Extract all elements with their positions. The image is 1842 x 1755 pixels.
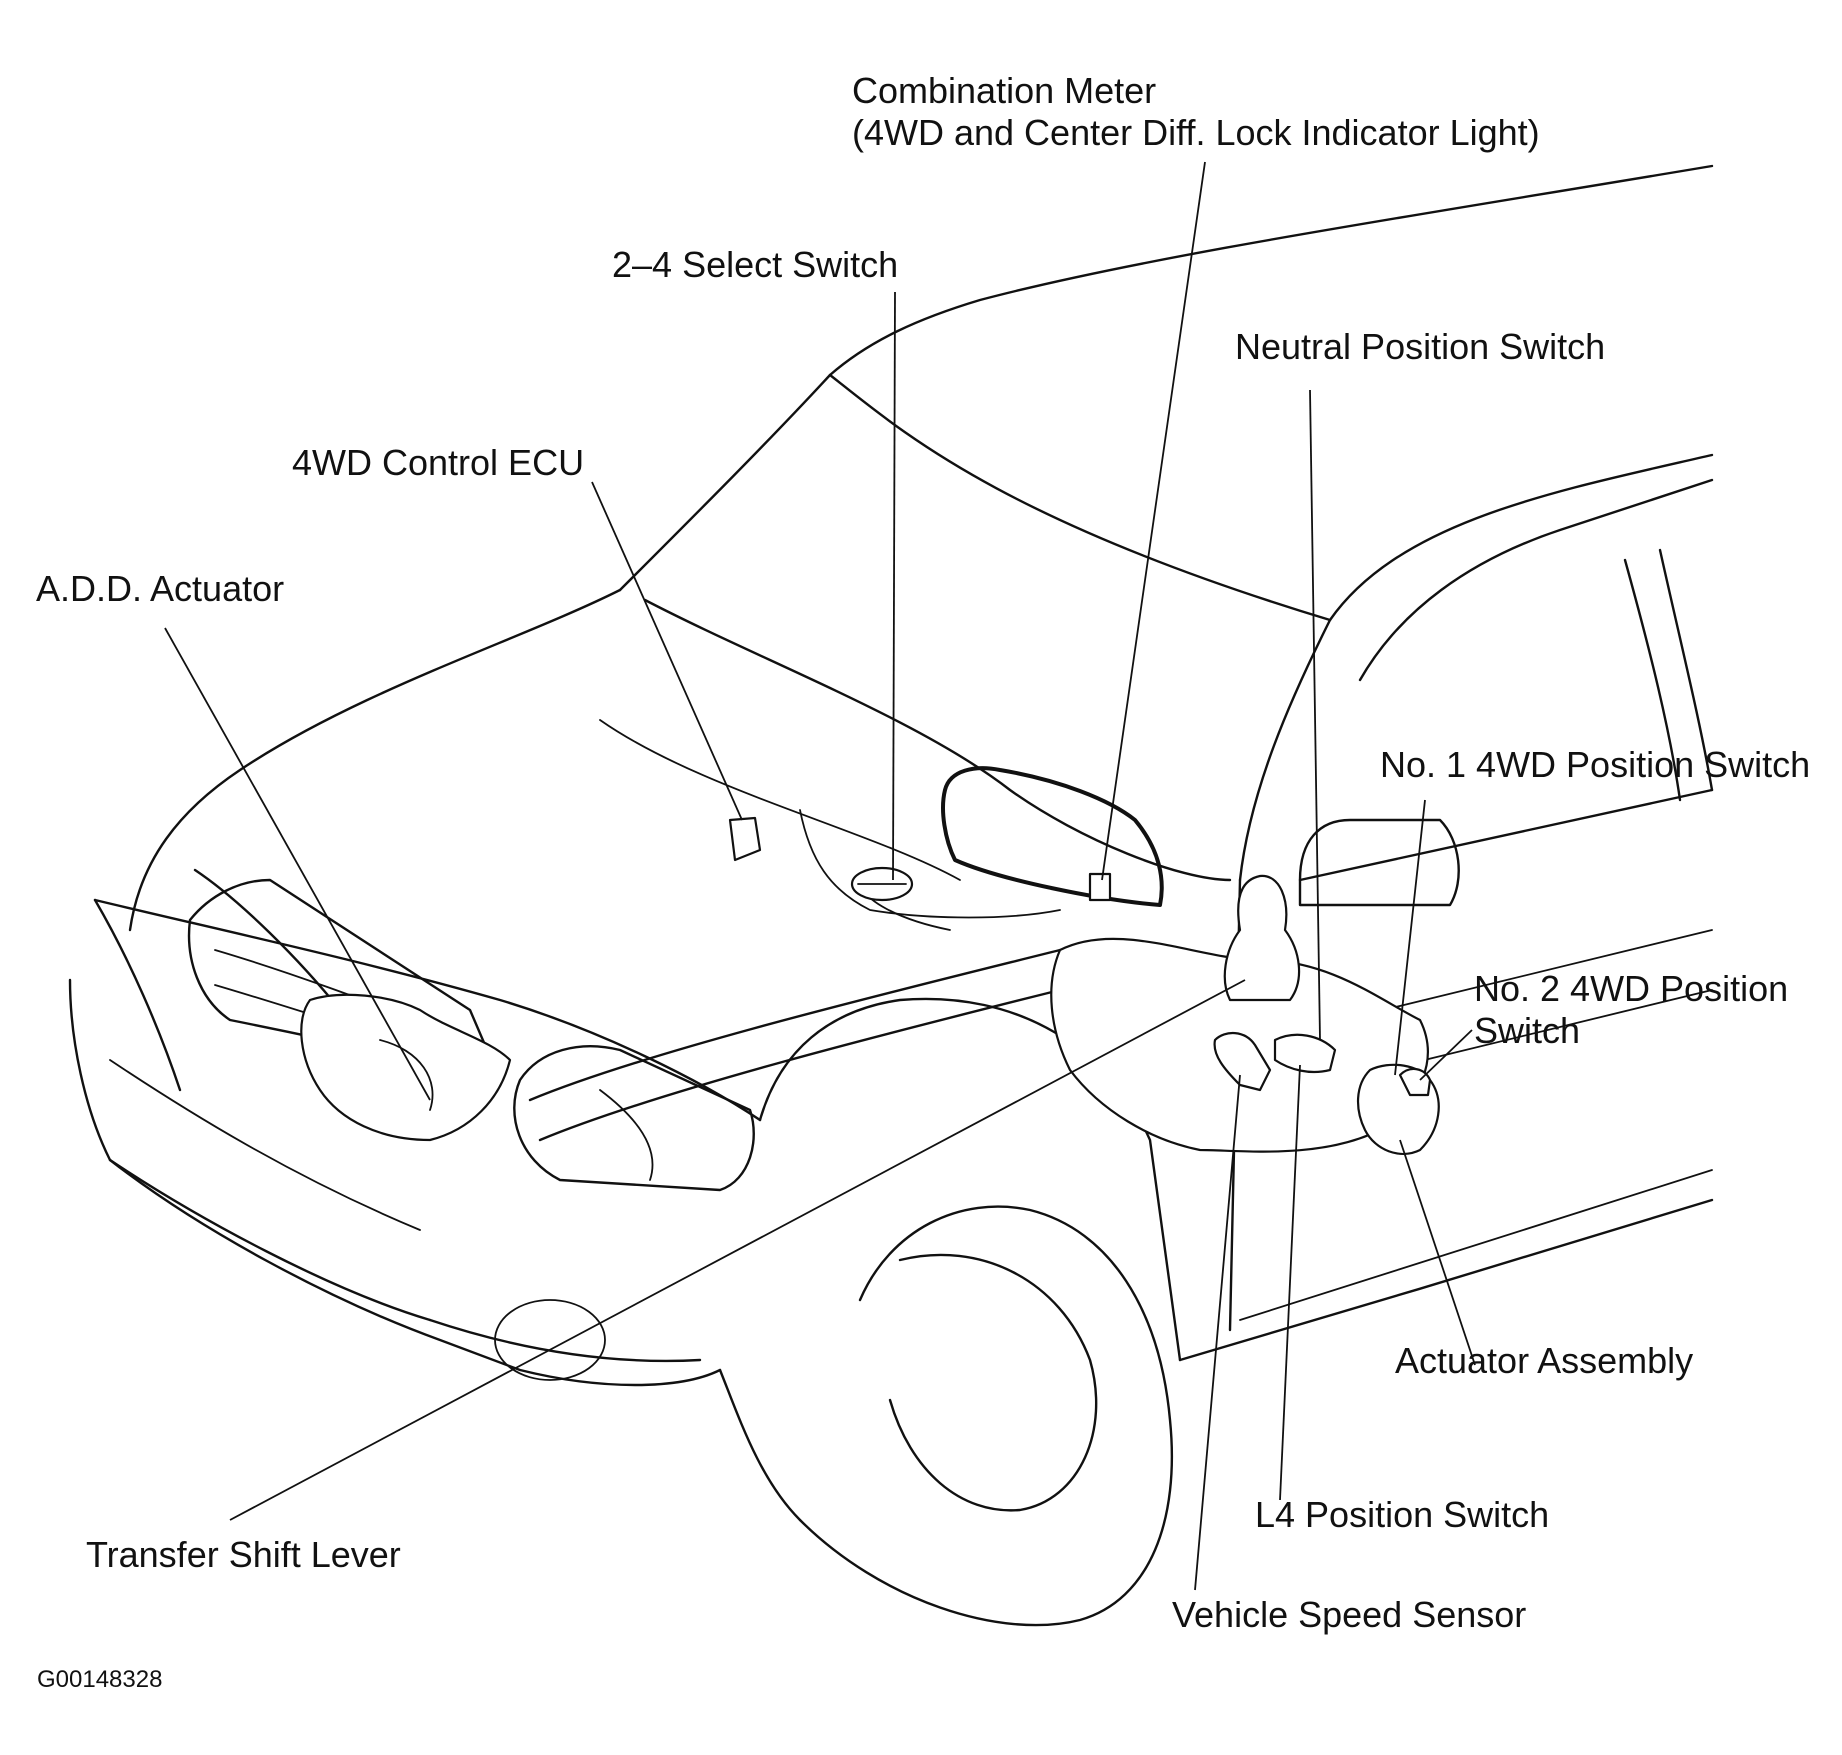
label-no2-position-switch-line2: Switch (1474, 1010, 1581, 1051)
label-actuator-assembly: Actuator Assembly (1395, 1340, 1694, 1381)
label-control-ecu: 4WD Control ECU (292, 442, 585, 483)
label-no2-position-switch: No. 2 4WD Position Switch (1474, 968, 1788, 1052)
leader-neutral-switch (1309, 389, 1321, 1041)
leader-combination-meter (1101, 161, 1206, 881)
leader-actuator-assembly (1399, 1139, 1476, 1366)
leader-add-actuator (164, 627, 431, 1101)
leader-select-switch (892, 291, 896, 881)
leader-transfer-shift-lever (229, 979, 1246, 1521)
label-neutral-position-switch: Neutral Position Switch (1235, 326, 1606, 367)
label-no2-position-switch-line1: No. 2 4WD Position (1474, 968, 1789, 1009)
label-l4-position-switch: L4 Position Switch (1255, 1494, 1550, 1535)
label-vehicle-speed-sensor: Vehicle Speed Sensor (1172, 1594, 1527, 1635)
speed-sensor-part (1213, 1032, 1272, 1092)
label-combination-meter: Combination Meter (4WD and Center Diff. … (852, 70, 1540, 154)
leader-lines (164, 161, 1476, 1591)
label-combination-meter-line2: (4WD and Center Diff. Lock Indicator Lig… (852, 112, 1540, 153)
leader-control-ecu (591, 481, 743, 821)
figure-code: G00148328 (37, 1666, 163, 1693)
leader-speed-sensor (1194, 1074, 1241, 1591)
leader-l4-switch (1279, 1064, 1301, 1501)
label-combination-meter-line1: Combination Meter (852, 70, 1157, 111)
shift-lever-part (1223, 874, 1301, 1002)
label-transfer-shift-lever: Transfer Shift Lever (86, 1534, 401, 1575)
leader-no2-switch (1419, 1029, 1473, 1081)
l4-switch-part (1273, 1033, 1337, 1074)
no2-position-switch-part (1398, 1067, 1432, 1097)
leader-no1-switch (1394, 799, 1426, 1076)
label-add-actuator: A.D.D. Actuator (36, 568, 285, 609)
control-ecu-part (728, 816, 762, 862)
vehicle-parts (300, 816, 1440, 1155)
add-actuator-part (300, 993, 512, 1142)
label-no1-position-switch: No. 1 4WD Position Switch (1380, 744, 1811, 785)
indicator-light-part (1088, 872, 1112, 902)
label-select-switch: 2–4 Select Switch (612, 244, 899, 285)
